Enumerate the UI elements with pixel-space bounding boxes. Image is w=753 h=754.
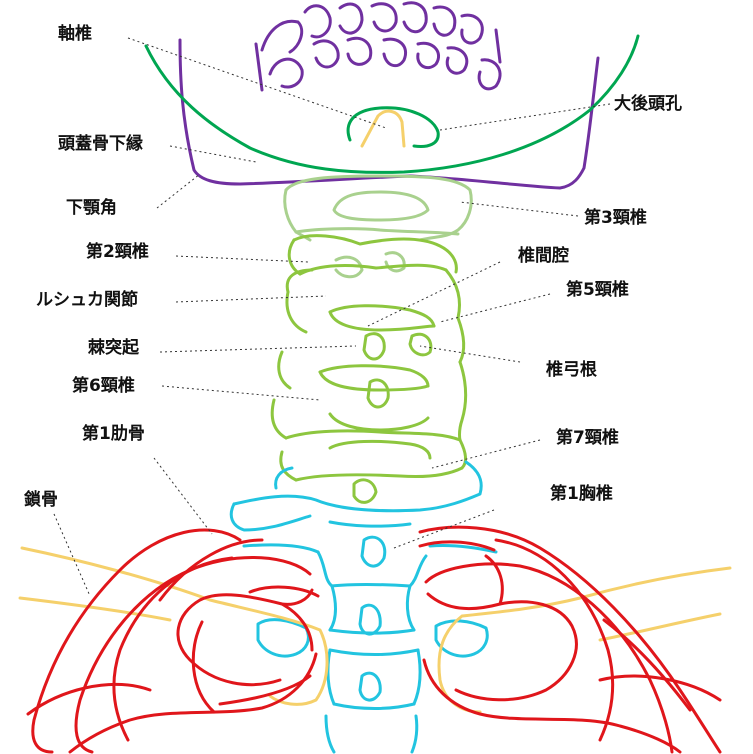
label-c5: 第5頸椎 [566, 280, 629, 300]
label-c2: 第2頸椎 [86, 242, 149, 262]
thoracic-vertebrae [229, 460, 498, 754]
teeth-outline [254, 1, 502, 92]
label-c6: 第6頸椎 [72, 376, 135, 396]
skull-base-outline [144, 34, 640, 174]
dens-outline [360, 109, 406, 148]
label-axis: 軸椎 [58, 24, 92, 44]
leader-lines [53, 37, 611, 597]
label-t1: 第1胸椎 [550, 484, 613, 504]
label-c3: 第3頸椎 [584, 208, 647, 228]
label-luschka-joint: ルシュカ関節 [36, 290, 138, 310]
upper-cervical-vertebrae [283, 174, 473, 279]
label-pedicle: 椎弓根 [546, 360, 597, 380]
label-first-rib: 第1肋骨 [82, 424, 145, 444]
label-mandible-angle: 下顎角 [66, 198, 117, 218]
clavicles [18, 546, 732, 714]
ribs [26, 525, 722, 754]
lower-cervical-vertebrae [270, 234, 468, 504]
label-intervertebral-space: 椎間腔 [518, 246, 569, 266]
label-skull-lower-margin: 頭蓋骨下縁 [58, 134, 143, 154]
label-spinous-process: 棘突起 [88, 338, 139, 358]
label-foramen-magnum: 大後頭孔 [614, 94, 682, 114]
foramen-magnum-outline [346, 106, 440, 148]
label-clavicle: 鎖骨 [24, 490, 58, 510]
label-c7: 第7頸椎 [556, 428, 619, 448]
